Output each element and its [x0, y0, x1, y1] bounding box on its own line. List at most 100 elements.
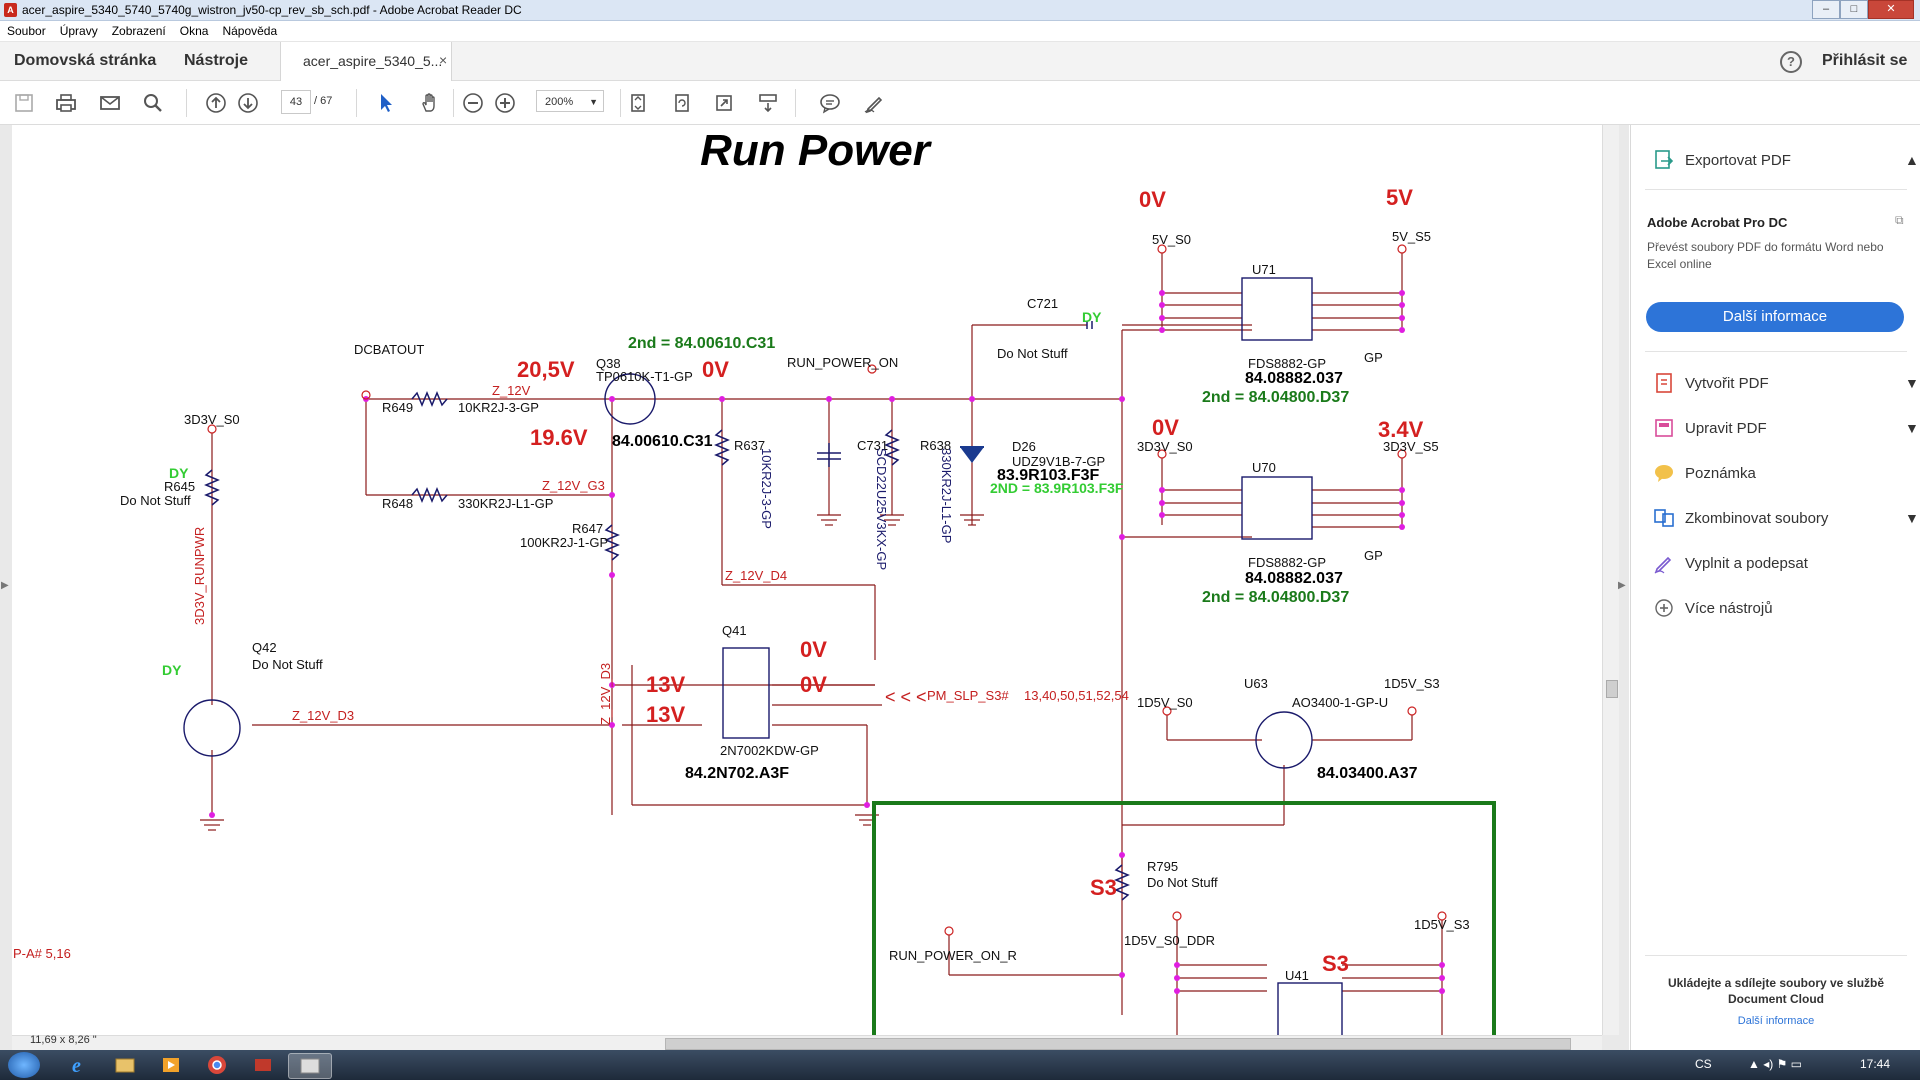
sign-in-button[interactable]: Přihlásit se [1822, 52, 1908, 69]
previous-page-icon[interactable] [204, 91, 228, 115]
net-label: Z_12V_D4 [725, 568, 787, 583]
part-number: TP0610K-T1-GP [596, 369, 693, 384]
fill-sign-label: Vyplnit a podepsat [1685, 554, 1808, 572]
select-cursor-icon[interactable] [374, 91, 398, 115]
part-ref: R645 [164, 479, 195, 494]
cloud-more-info-link[interactable]: Další informace [1737, 1015, 1815, 1027]
export-pdf-item[interactable]: Exportovat PDF ▲ [1653, 149, 1919, 171]
print-icon[interactable] [54, 91, 78, 115]
tray-icons[interactable]: ▲ ◂) ⚑ ▭ [1748, 1057, 1802, 1071]
net-label: 13,40,50,51,52,54 [1024, 688, 1129, 703]
sign-pen-icon[interactable] [862, 91, 886, 115]
more-tools-label: Více nástrojů [1685, 599, 1773, 617]
svg-text:e: e [72, 1055, 81, 1077]
alt-part-label: 2nd = 84.04800.D37 [1202, 589, 1349, 606]
left-panel-toggle-icon[interactable]: ▶ [1, 580, 9, 591]
schematic-drawing: Run Power 0V 5V 0V 3.4V 20,5V 0V 19.6V 0… [13, 126, 1496, 1035]
fill-sign-icon [1653, 552, 1675, 574]
toolbar [0, 81, 1920, 125]
voltage-label: 3.4V [1378, 417, 1424, 442]
help-icon[interactable]: ? [1780, 51, 1802, 73]
gp-label: GP [1364, 548, 1383, 563]
chevron-down-icon[interactable]: ▼ [1905, 375, 1919, 391]
taskbar-ie-icon[interactable]: e [58, 1053, 100, 1077]
voltage-label: 0V [800, 637, 827, 662]
part-ref: R649 [382, 400, 413, 415]
part-number: FDS8882-GP [1248, 356, 1326, 371]
scrollbar-thumb[interactable] [1606, 680, 1618, 698]
dy-label: DY [169, 465, 189, 481]
hand-tool-icon[interactable] [418, 91, 442, 115]
taskbar-explorer-icon[interactable] [104, 1053, 146, 1077]
net-label: 3D3V_S5 [1383, 439, 1439, 454]
pdf-page[interactable]: Run Power 0V 5V 0V 3.4V 20,5V 0V 19.6V 0… [12, 125, 1602, 1035]
tab-tools[interactable]: Nástroje [184, 52, 249, 69]
minimize-button[interactable]: – [1812, 0, 1840, 19]
horizontal-scrollbar[interactable] [12, 1035, 1602, 1051]
taskbar-media-icon[interactable] [150, 1053, 192, 1077]
menu-bar: Soubor Úpravy Zobrazení Okna Nápověda [0, 21, 1920, 42]
part-ref: Q42 [252, 640, 277, 655]
taskbar-app-icon[interactable] [242, 1053, 284, 1077]
part-ref: C731 [857, 438, 888, 453]
tab-home[interactable]: Domovská stránka [14, 52, 157, 69]
more-info-button[interactable]: Další informace [1646, 302, 1904, 332]
close-tab-icon[interactable]: × [439, 52, 448, 68]
no-stuff-label: Do Not Stuff [252, 657, 323, 672]
zoom-select[interactable]: 200%▼ [536, 90, 604, 112]
maximize-button[interactable]: □ [1840, 0, 1868, 19]
comment-icon[interactable] [818, 91, 842, 115]
part-number: AO3400-1-GP-U [1292, 695, 1388, 710]
edit-pdf-item[interactable]: Upravit PDF ▼ [1653, 417, 1919, 439]
document-viewer[interactable]: Run Power 0V 5V 0V 3.4V 20,5V 0V 19.6V 0… [0, 125, 1629, 1051]
part-code: 84.03400.A37 [1317, 765, 1418, 782]
tab-document[interactable]: acer_aspire_5340_5... × [280, 42, 452, 81]
page-number-input[interactable]: 43 [281, 90, 311, 114]
settings-icon[interactable]: ⧉ [1895, 213, 1904, 227]
rotate-icon[interactable] [670, 91, 694, 115]
page-fit-icon[interactable] [626, 91, 650, 115]
menu-window[interactable]: Okna [179, 24, 209, 38]
zoom-out-icon[interactable] [461, 91, 485, 115]
close-window-button[interactable]: ✕ [1868, 0, 1914, 19]
chevron-up-icon[interactable]: ▲ [1905, 152, 1919, 168]
comment-item[interactable]: Poznámka [1653, 462, 1756, 484]
create-pdf-item[interactable]: Vytvořit PDF ▼ [1653, 372, 1919, 394]
menu-help[interactable]: Nápověda [222, 24, 278, 38]
next-page-icon[interactable] [236, 91, 260, 115]
part-number: 2N7002KDW-GP [720, 743, 819, 758]
create-pdf-icon [1653, 372, 1675, 394]
part-value: 100KR2J-1-GP [520, 535, 608, 550]
search-icon[interactable] [141, 91, 165, 115]
more-tools-item[interactable]: Více nástrojů [1653, 597, 1773, 619]
net-label: 1D5V_S3 [1384, 676, 1440, 691]
clock[interactable]: 17:44 [1860, 1057, 1891, 1071]
fill-sign-item[interactable]: Vyplnit a podepsat [1653, 552, 1808, 574]
combine-files-item[interactable]: Zkombinovat soubory ▼ [1653, 507, 1919, 529]
chevron-down-icon[interactable]: ▼ [1905, 420, 1919, 436]
menu-edit[interactable]: Úpravy [59, 24, 98, 38]
page-total: / 67 [314, 95, 333, 107]
menu-file[interactable]: Soubor [7, 24, 46, 38]
zoom-in-icon[interactable] [493, 91, 517, 115]
no-stuff-label: Do Not Stuff [120, 493, 191, 508]
fullscreen-icon[interactable] [712, 91, 736, 115]
right-panel-toggle-icon[interactable]: ▶ [1618, 580, 1626, 591]
scrollbar-thumb[interactable] [665, 1038, 1571, 1050]
email-icon[interactable] [98, 91, 122, 115]
export-pdf-label: Exportovat PDF [1685, 151, 1791, 169]
combine-files-icon [1653, 507, 1675, 529]
voltage-label: 19.6V [530, 425, 588, 450]
start-button[interactable] [8, 1052, 40, 1078]
chevron-down-icon[interactable]: ▼ [1905, 510, 1919, 526]
scroll-mode-icon[interactable] [756, 91, 780, 115]
language-indicator[interactable]: CS [1695, 1057, 1712, 1071]
menu-view[interactable]: Zobrazení [111, 24, 166, 38]
vertical-scrollbar[interactable] [1602, 125, 1619, 1035]
part-ref: R637 [734, 438, 765, 453]
taskbar-chrome-icon[interactable] [196, 1053, 238, 1077]
no-stuff-label: Do Not Stuff [997, 346, 1068, 361]
taskbar-acrobat-icon[interactable] [288, 1053, 332, 1079]
save-icon[interactable] [12, 91, 36, 115]
chevron-down-icon: ▼ [589, 97, 598, 107]
